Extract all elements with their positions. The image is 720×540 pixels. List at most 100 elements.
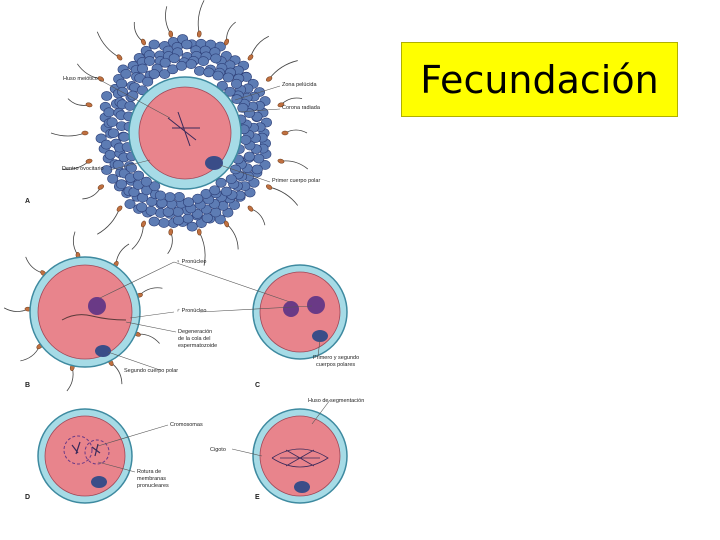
- corona-cell: [210, 53, 222, 64]
- leader-line: [231, 448, 263, 457]
- sperm: [76, 63, 105, 82]
- corona-cell: [142, 76, 154, 87]
- female-pronucleus: [283, 301, 299, 317]
- sperm-tail: [50, 132, 86, 137]
- corona-cell: [201, 213, 213, 223]
- sperm-head: [116, 205, 123, 212]
- sperm-head: [168, 30, 174, 38]
- panel-label-b: B: [25, 382, 30, 389]
- corona-cell: [181, 39, 193, 50]
- male-pronucleus: [307, 296, 325, 314]
- pronuclear-membrane: [63, 435, 93, 465]
- label-zona-pelucida: Zona pelúcida: [282, 82, 317, 88]
- corona-cell: [192, 193, 204, 204]
- corona-cell: [116, 78, 128, 89]
- label-cromosomas: Cromosomas: [170, 422, 203, 428]
- polar-body: [312, 330, 328, 342]
- cell-stages: [29, 76, 348, 504]
- sperm-head: [97, 76, 105, 82]
- sperm: [277, 158, 309, 170]
- cytoplasm: [259, 271, 341, 353]
- sperm: [96, 31, 123, 61]
- label-huso-segmentacion: Huso de segmentación: [308, 398, 364, 404]
- leader-line: [173, 261, 291, 303]
- corona-cell: [101, 165, 113, 175]
- corona-cell: [118, 131, 130, 142]
- sperm-head: [116, 54, 123, 61]
- sperm: [97, 205, 123, 235]
- cytoplasm: [37, 264, 133, 360]
- corona-cell: [148, 69, 160, 79]
- corona-cell: [240, 134, 252, 145]
- cleavage-spindle: [271, 448, 329, 468]
- corona-cell: [136, 202, 148, 213]
- sperm: [3, 306, 32, 312]
- sperm-head: [196, 228, 202, 236]
- corona-cell: [168, 53, 180, 64]
- cytoplasm: [259, 415, 341, 497]
- corona-cell: [154, 190, 166, 201]
- sperm-head: [281, 130, 289, 136]
- leader-line: [125, 321, 177, 333]
- corona-cell: [136, 63, 148, 74]
- corona-cell: [176, 60, 188, 71]
- corona-cell: [149, 181, 161, 192]
- corona-cell: [144, 56, 156, 66]
- label-dentro-ovocito: Dentro ovocitario: [62, 166, 104, 172]
- sperm: [167, 228, 174, 254]
- sperm-tail: [110, 362, 123, 385]
- leader-line: [311, 399, 331, 425]
- label-cigoto: Cigoto: [210, 447, 226, 453]
- corona-cell: [222, 72, 234, 83]
- corona-cell: [115, 179, 127, 190]
- sperm: [224, 220, 239, 250]
- sperm-head: [224, 38, 230, 46]
- corona-cell: [127, 90, 139, 101]
- corona-cell: [148, 216, 160, 227]
- sperm-head: [247, 205, 254, 212]
- corona-cell: [104, 149, 116, 160]
- corona-cell: [133, 170, 145, 181]
- sperm: [82, 184, 105, 200]
- sperm-head: [277, 102, 285, 108]
- sperm: [136, 287, 163, 298]
- polar-body: [91, 476, 107, 488]
- sperm: [72, 231, 81, 259]
- chromosomes: [71, 441, 101, 457]
- label-degeneracion-1: Degeneración: [178, 329, 212, 335]
- egg-panel-b: [29, 256, 141, 368]
- sperm-tail: [115, 243, 130, 265]
- sperm: [108, 359, 123, 385]
- leader-line: [237, 108, 281, 113]
- sperm-tail: [96, 31, 120, 58]
- corona-cell: [100, 139, 112, 150]
- sperm: [25, 256, 47, 277]
- corona-cell: [158, 218, 170, 228]
- panel-label-c: C: [255, 382, 260, 389]
- corona-cell: [172, 206, 184, 217]
- polar-body: [205, 156, 223, 170]
- sperm-head: [140, 38, 146, 46]
- corona-radiata-cells: [95, 34, 272, 232]
- sperm: [196, 0, 205, 38]
- leader-line: [199, 305, 313, 313]
- corona-cell: [124, 199, 136, 209]
- sperm-head: [265, 76, 273, 82]
- sperm-tail: [131, 223, 144, 250]
- pronucleus: [88, 297, 106, 315]
- sperm-head: [277, 158, 285, 164]
- corona-cell: [145, 205, 157, 216]
- title-box: Fecundación: [401, 42, 678, 117]
- corona-cell: [253, 153, 265, 164]
- leader-line: [97, 424, 169, 447]
- label-rotura-1: Rotura de: [137, 469, 161, 475]
- corona-cell: [197, 56, 209, 67]
- sperm-in-egg: [61, 314, 127, 321]
- sperm: [247, 35, 269, 61]
- label-huso-meiotico: Huso meiótico: [63, 76, 98, 82]
- sperm: [247, 205, 266, 226]
- corona-cell: [229, 164, 241, 175]
- sperm: [131, 220, 146, 250]
- sperm-tail: [250, 35, 269, 58]
- corona-cell: [209, 185, 221, 196]
